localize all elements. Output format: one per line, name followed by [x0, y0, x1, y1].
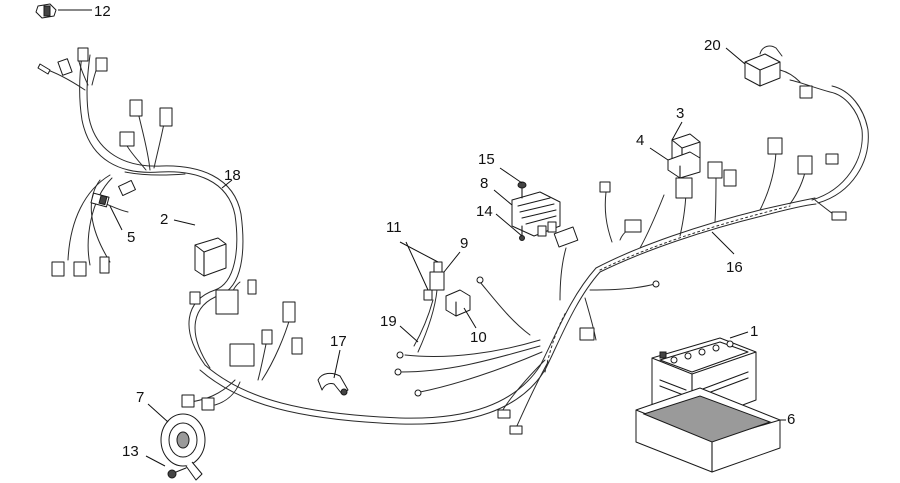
label-12: 12 — [94, 3, 111, 20]
part-20-starter-relay — [744, 45, 801, 87]
part-17-clamp — [317, 372, 349, 396]
part-5-connector — [90, 192, 110, 208]
part-4-socket — [667, 151, 701, 179]
part-7-horn — [160, 413, 206, 481]
leader-lines — [58, 9, 786, 467]
label-18: 18 — [224, 167, 241, 184]
part-13-bolt — [167, 467, 187, 479]
label-1: 1 — [750, 323, 758, 340]
label-19: 19 — [380, 313, 397, 330]
label-13: 13 — [122, 443, 139, 460]
part-8-regulator — [511, 191, 561, 237]
label-17: 17 — [330, 333, 347, 350]
label-20: 20 — [704, 37, 721, 54]
part-10-fuse-box — [445, 289, 471, 317]
label-11: 11 — [386, 219, 402, 236]
label-15: 15 — [478, 151, 495, 168]
label-3: 3 — [676, 105, 684, 122]
part-15-screw — [517, 181, 527, 199]
label-7: 7 — [136, 389, 144, 406]
part-2-relay — [194, 237, 227, 277]
label-4: 4 — [636, 132, 644, 149]
label-2: 2 — [160, 211, 168, 228]
label-10: 10 — [470, 329, 487, 346]
label-5: 5 — [127, 229, 135, 246]
label-14: 14 — [476, 203, 493, 220]
label-16: 16 — [726, 259, 743, 276]
label-9: 9 — [460, 235, 468, 252]
harness-connectors — [37, 47, 847, 435]
label-8: 8 — [480, 175, 488, 192]
label-6: 6 — [787, 411, 795, 428]
part-12-plug — [35, 3, 57, 19]
part-labels: 1 2 3 4 5 6 7 8 9 10 11 12 13 14 15 16 1… — [94, 3, 795, 460]
part-6-battery-tray — [635, 387, 781, 473]
harness-sheath — [599, 205, 791, 271]
part-9-fuse-holder — [413, 271, 445, 353]
